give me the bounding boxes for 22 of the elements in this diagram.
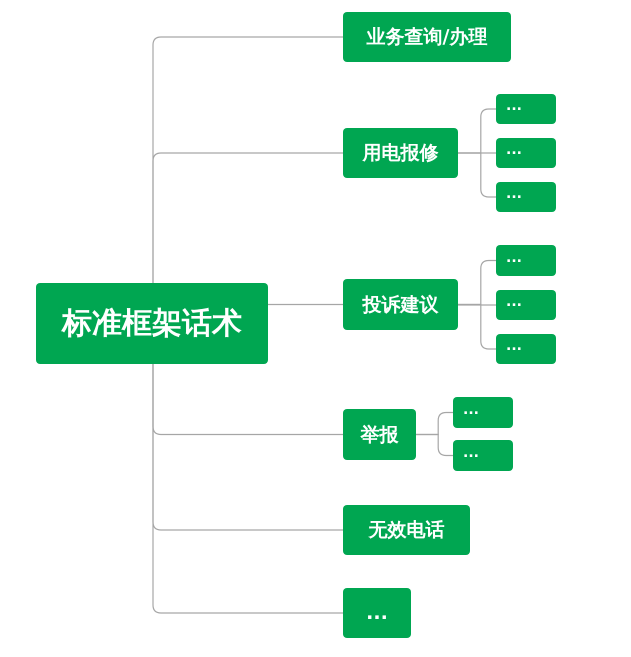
connector-line [458, 152, 496, 198]
subtopic-box: ... [496, 245, 556, 276]
subtopic-box: ... [453, 440, 513, 471]
subtopic-box: ... [453, 397, 513, 428]
subtopic-box: ... [496, 138, 556, 168]
topic-box: 业务查询/办理 [343, 12, 511, 62]
connector-line [152, 364, 343, 614]
connector-line [152, 152, 343, 283]
subtopic-box: ... [496, 182, 556, 212]
subtopic-box: ... [496, 290, 556, 320]
topic-box: 投诉建议 [343, 279, 458, 330]
topic-box: ... [343, 588, 411, 638]
connector-line [458, 304, 496, 350]
connector-line [458, 304, 496, 306]
connector-line [268, 304, 343, 306]
connector-line [416, 434, 453, 456]
subtopic-box: ... [496, 334, 556, 364]
topic-box: 用电报修 [343, 128, 458, 178]
topic-box: 无效电话 [343, 505, 470, 555]
subtopic-box: ... [496, 94, 556, 124]
root-topic: 标准框架话术 [36, 283, 268, 364]
topic-box: 举报 [343, 409, 416, 460]
